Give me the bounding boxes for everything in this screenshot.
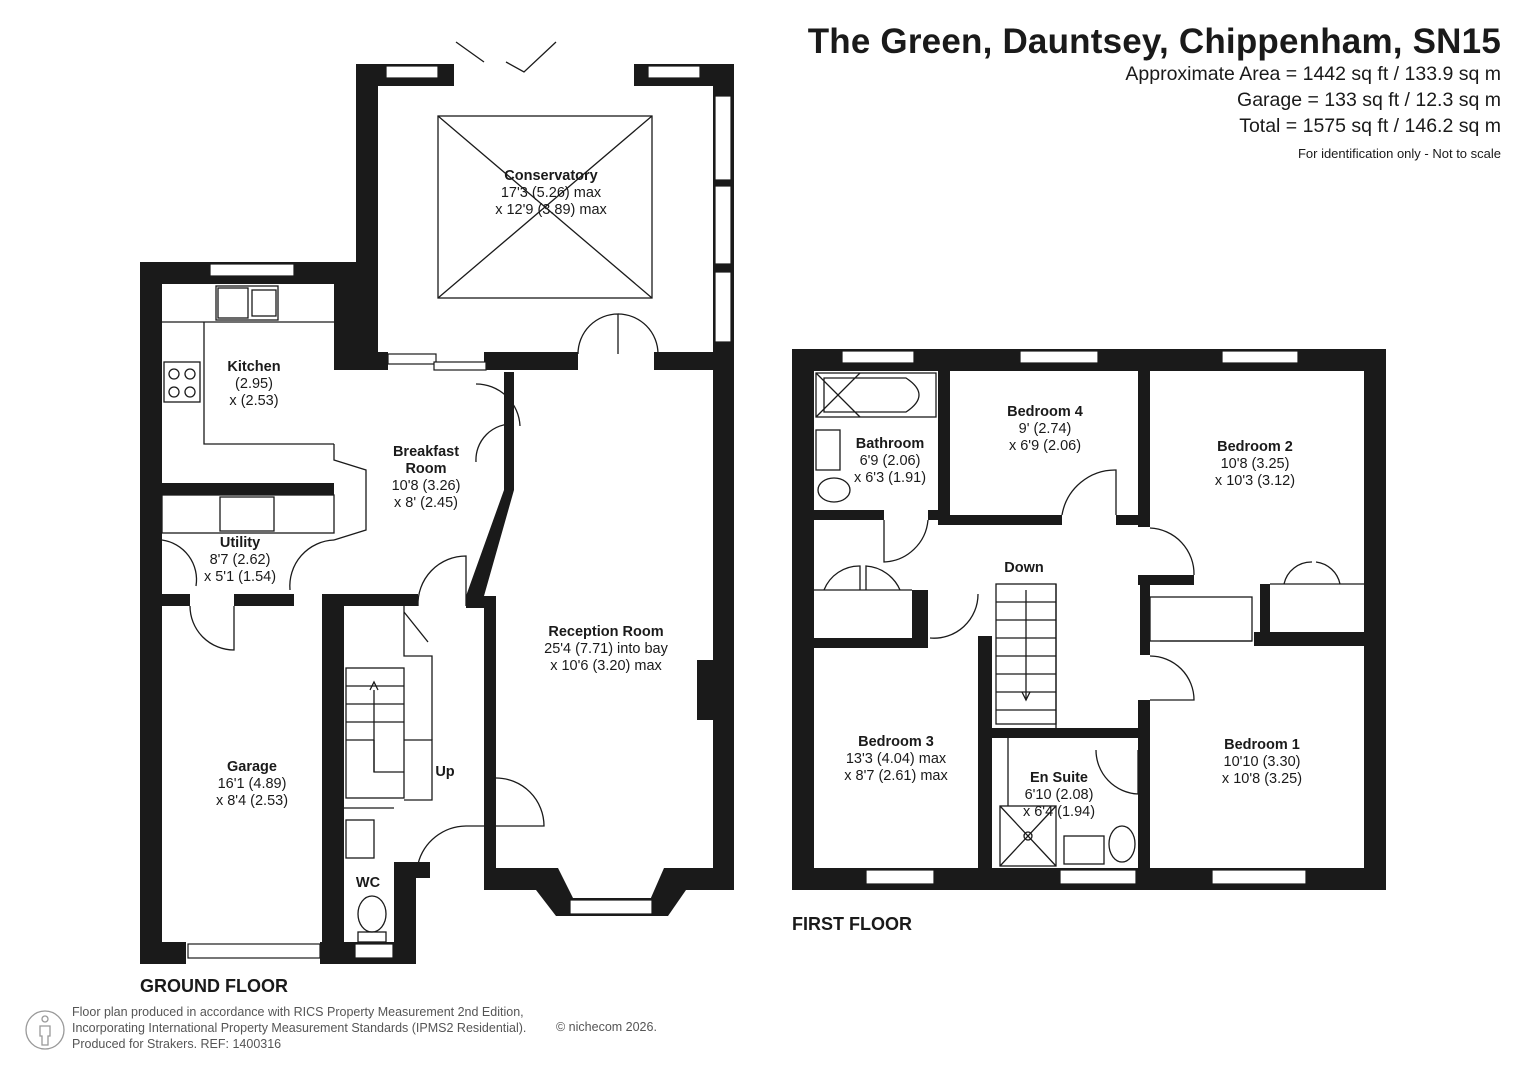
room-dimension: 10'8 (3.26)	[391, 478, 461, 494]
room-label-utility: Utility 8'7 (2.62) x 5'1 (1.54)	[204, 535, 276, 586]
room-name: Breakfast	[392, 444, 460, 460]
room-dimension: x 10'8 (3.25)	[1221, 771, 1303, 787]
room-dimension: 16'1 (4.89)	[217, 776, 287, 792]
room-name: En Suite	[1029, 770, 1088, 786]
room-dimension: 6'10 (2.08)	[1024, 787, 1094, 803]
room-name: Garage	[227, 759, 277, 775]
room-dimension: 9' (2.74)	[1018, 421, 1072, 437]
room-name: Reception Room	[548, 624, 664, 640]
room-dimension: 6'9 (2.06)	[859, 453, 921, 469]
room-dimension: x 6'4 (1.94)	[1022, 804, 1096, 820]
room-label-bedroom-4: Bedroom 4 9' (2.74) x 6'9 (2.06)	[1007, 404, 1083, 455]
person-scale-icon	[25, 1010, 65, 1050]
room-dimension: (2.95)	[235, 376, 273, 392]
stairs-down-label: Down	[1004, 560, 1043, 577]
room-label-en-suite: En Suite 6'10 (2.08) x 6'4 (1.94)	[1023, 770, 1095, 821]
room-name: WC	[355, 875, 381, 891]
room-label-bedroom-3: Bedroom 3 13'3 (4.04) max x 8'7 (2.61) m…	[844, 734, 948, 785]
room-dimension: 17'3 (5.26) max	[500, 185, 602, 201]
room-name: Bedroom 1	[1224, 737, 1300, 753]
room-dimension: x 12'9 (3.89) max	[495, 202, 607, 218]
room-dimension: 10'8 (3.25)	[1220, 456, 1290, 472]
ground-floor-windows	[187, 65, 732, 959]
room-dimension: 8'7 (2.62)	[209, 552, 271, 568]
room-name: Bedroom 2	[1217, 439, 1293, 455]
room-dimension: x 8' (2.45)	[393, 495, 459, 511]
copyright-text: © nichecom 2026.	[556, 1020, 657, 1034]
ground-floor-fittings	[161, 41, 659, 943]
room-name: Utility	[219, 535, 261, 551]
room-name: Bedroom 3	[858, 734, 934, 750]
room-label-garage: Garage 16'1 (4.89) x 8'4 (2.53)	[216, 759, 288, 810]
total-area-text: Total = 1575 sq ft / 146.2 sq m	[1239, 115, 1501, 137]
room-dimension: x 10'6 (3.20) max	[550, 658, 662, 674]
first-floor-title: FIRST FLOOR	[792, 914, 912, 934]
first-floor-windows	[841, 350, 1307, 885]
footer-line: Incorporating International Property Mea…	[72, 1021, 527, 1035]
room-name: Conservatory	[504, 168, 598, 184]
room-name: Room	[405, 461, 447, 477]
room-dimension: x 6'3 (1.91)	[853, 470, 927, 486]
room-dimension: 13'3 (4.04) max	[845, 751, 947, 767]
room-dimension: x 10'3 (3.12)	[1214, 473, 1296, 489]
room-name: Bedroom 4	[1007, 404, 1083, 420]
room-dimension: 10'10 (3.30)	[1223, 754, 1301, 770]
room-dimension: x 8'4 (2.53)	[215, 793, 289, 809]
room-label-breakfast-room: Breakfast Room 10'8 (3.26) x 8' (2.45)	[392, 444, 461, 512]
room-name: Bathroom	[855, 436, 925, 452]
room-dimension: 25'4 (7.71) into bay	[544, 641, 668, 657]
ground-floor-walls	[140, 64, 734, 964]
footer-line: Floor plan produced in accordance with R…	[72, 1005, 524, 1019]
room-dimension: x 8'7 (2.61) max	[844, 768, 948, 784]
ground-floor-title: GROUND FLOOR	[140, 976, 288, 996]
room-label-kitchen: Kitchen (2.95) x (2.53)	[227, 359, 280, 410]
room-label-wc: WC	[356, 875, 380, 892]
room-dimension: x 6'9 (2.06)	[1008, 438, 1082, 454]
room-label-bathroom: Bathroom 6'9 (2.06) x 6'3 (1.91)	[854, 436, 926, 487]
room-label-conservatory: Conservatory 17'3 (5.26) max x 12'9 (3.8…	[495, 168, 607, 219]
approx-area-text: Approximate Area = 1442 sq ft / 133.9 sq…	[1125, 63, 1501, 85]
footer-line: Produced for Strakers. REF: 1400316	[72, 1037, 282, 1051]
room-name: Kitchen	[227, 359, 281, 375]
room-label-bedroom-2: Bedroom 2 10'8 (3.25) x 10'3 (3.12)	[1215, 439, 1295, 490]
property-title: The Green, Dauntsey, Chippenham, SN15	[807, 22, 1501, 61]
stairs-up-label: Up	[435, 764, 454, 781]
room-label-bedroom-1: Bedroom 1 10'10 (3.30) x 10'8 (3.25)	[1222, 737, 1302, 788]
disclaimer-text: For identification only - Not to scale	[1297, 146, 1501, 161]
room-dimension: x (2.53)	[229, 393, 279, 409]
room-dimension: x 5'1 (1.54)	[203, 569, 277, 585]
stairs-label-text: Up	[435, 764, 455, 780]
garage-area-text: Garage = 133 sq ft / 12.3 sq m	[1237, 89, 1501, 111]
first-floor-fittings	[814, 372, 1364, 867]
stairs-label-text: Down	[1004, 560, 1044, 576]
footer-notes: Floor plan produced in accordance with R…	[72, 1004, 526, 1052]
room-label-reception-room: Reception Room 25'4 (7.71) into bay x 10…	[544, 624, 668, 675]
